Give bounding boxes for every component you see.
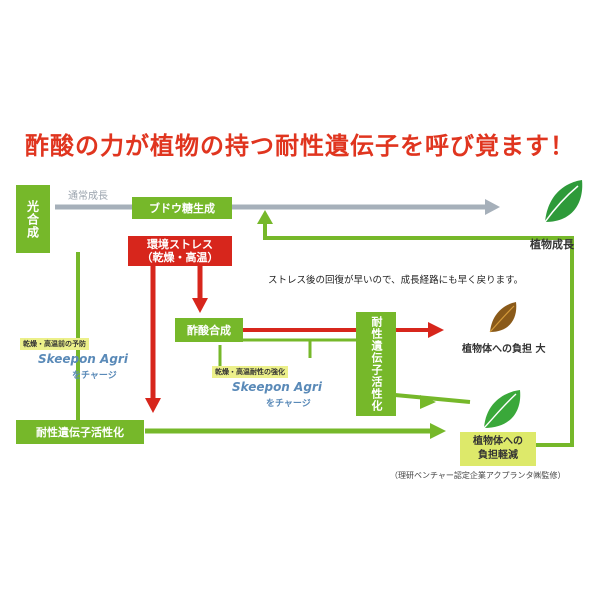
plant-growth-label: 植物成長 [530, 238, 574, 251]
normal-growth-label: 通常成長 [68, 191, 108, 202]
acetic-synthesis-box: 酢酸合成 [175, 318, 243, 342]
normal-growth-arrowhead [485, 199, 500, 215]
burden-large-label: 植物体への負担 大 [462, 344, 546, 355]
recovery-loop-arrowhead [257, 210, 273, 224]
diagram-title: 酢酸の力が植物の持つ耐性遺伝子を呼び覚ます！ [25, 132, 575, 160]
environmental-stress-box: 環境ストレス （乾燥・高温） [128, 236, 232, 266]
stress-label-line1: 環境ストレス [147, 238, 213, 251]
acetic-to-burden-arrow [428, 322, 444, 338]
tolerance-strengthen-tag: 乾燥・高温耐性の強化 [212, 366, 288, 378]
recovery-loop-line [263, 222, 574, 447]
bottom-activation-arrowhead [430, 423, 446, 439]
tolerance-activation-box: 耐性遺伝子活性化 [16, 420, 144, 444]
burden-reduced-line2: 負担軽減 [478, 450, 518, 461]
recovery-note: ストレス後の回復が早いので、成長経路にも早く戻ります。 [268, 275, 524, 286]
brand-logo-1: Skeepon Agri [38, 352, 128, 366]
burden-reduced-line1: 植物体への [473, 436, 523, 447]
activation-to-reduced-line [394, 393, 471, 404]
supervision-footnote: （理研ベンチャー認定企業アクプランタ㈱監修） [390, 471, 566, 480]
prevention-tag: 乾燥・高温前の予防 [20, 338, 89, 350]
stress-down-arrow-left [145, 398, 161, 413]
burden-reduced-box: 植物体への 負担軽減 [460, 432, 536, 466]
brand-logo-2: Skeepon Agri [232, 380, 322, 394]
brand-charge-2: をチャージ [266, 399, 311, 409]
stress-label-line2: （乾燥・高温） [141, 251, 219, 264]
stress-down-arrow-right [192, 298, 208, 313]
middle-green-arrowhead [420, 395, 436, 409]
tolerance-activation-vertical-box: 耐性遺伝子活性化 [356, 312, 396, 416]
brand-charge-1: をチャージ [72, 371, 117, 381]
photosynthesis-box: 光合成 [16, 185, 50, 253]
sugar-production-box: ブドウ糖生成 [132, 197, 232, 219]
